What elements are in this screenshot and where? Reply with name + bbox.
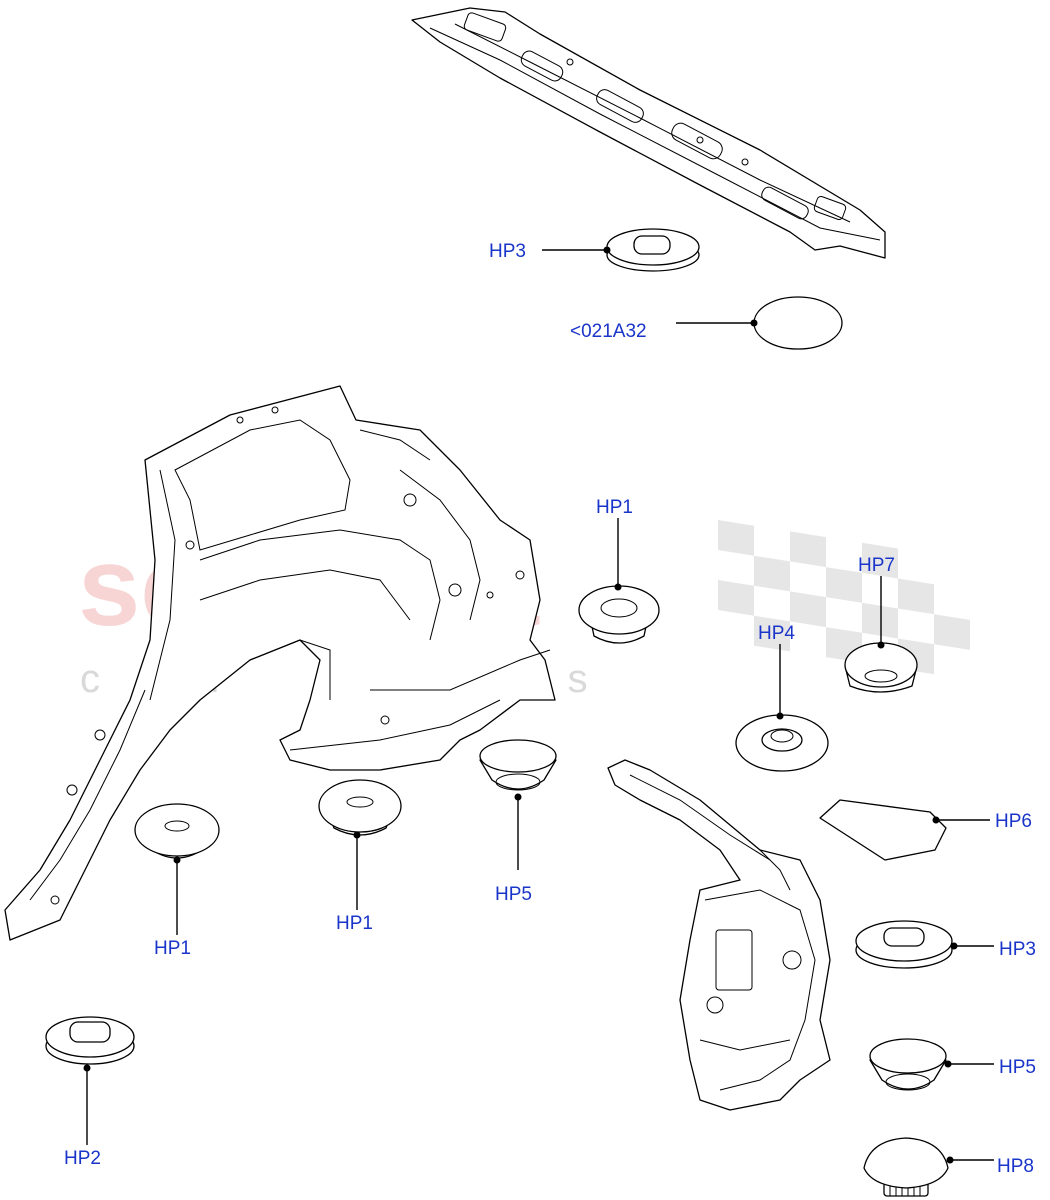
grommet-hp4 (735, 714, 829, 772)
grommet-hp7 (844, 642, 918, 693)
cover-hp6 (819, 799, 947, 861)
callout-hp3-right: HP3 (999, 939, 1036, 960)
rear-wheelhouse-panel (607, 759, 831, 1111)
grommet-hp1-center (578, 585, 660, 644)
grommet-hp2 (45, 1016, 135, 1065)
callout-hp4: HP4 (758, 623, 795, 644)
callout-hp6: HP6 (995, 811, 1032, 832)
rear-cross-member (411, 7, 886, 259)
callout-hp1-mid: HP1 (336, 913, 373, 934)
grommet-hp5-right (869, 1038, 947, 1091)
callout-hp7: HP7 (858, 555, 895, 576)
grommet-hp3-right (855, 920, 953, 969)
rear-quarter-body-panel (4, 385, 556, 941)
callout-hp1-left: HP1 (154, 938, 191, 959)
callout-021a32: <021A32 (570, 321, 647, 342)
grommet-hp8 (863, 1137, 949, 1197)
leader-lines (83, 246, 994, 1164)
callout-hp3-top: HP3 (489, 241, 526, 262)
callout-hp1-center: HP1 (596, 497, 633, 518)
grommet-hp1-mid (318, 779, 402, 836)
callout-hp8: HP8 (997, 1156, 1034, 1177)
watermark-checkered-flag (718, 520, 970, 675)
grommet-hp3-top (606, 228, 700, 272)
callout-hp5-mid: HP5 (495, 884, 532, 905)
callout-hp2: HP2 (64, 1148, 101, 1169)
grommet-hp1-left (134, 803, 220, 859)
callout-hp5-right: HP5 (999, 1057, 1036, 1078)
grommet-hp5-mid (479, 739, 557, 791)
plug-021a32 (753, 296, 843, 350)
